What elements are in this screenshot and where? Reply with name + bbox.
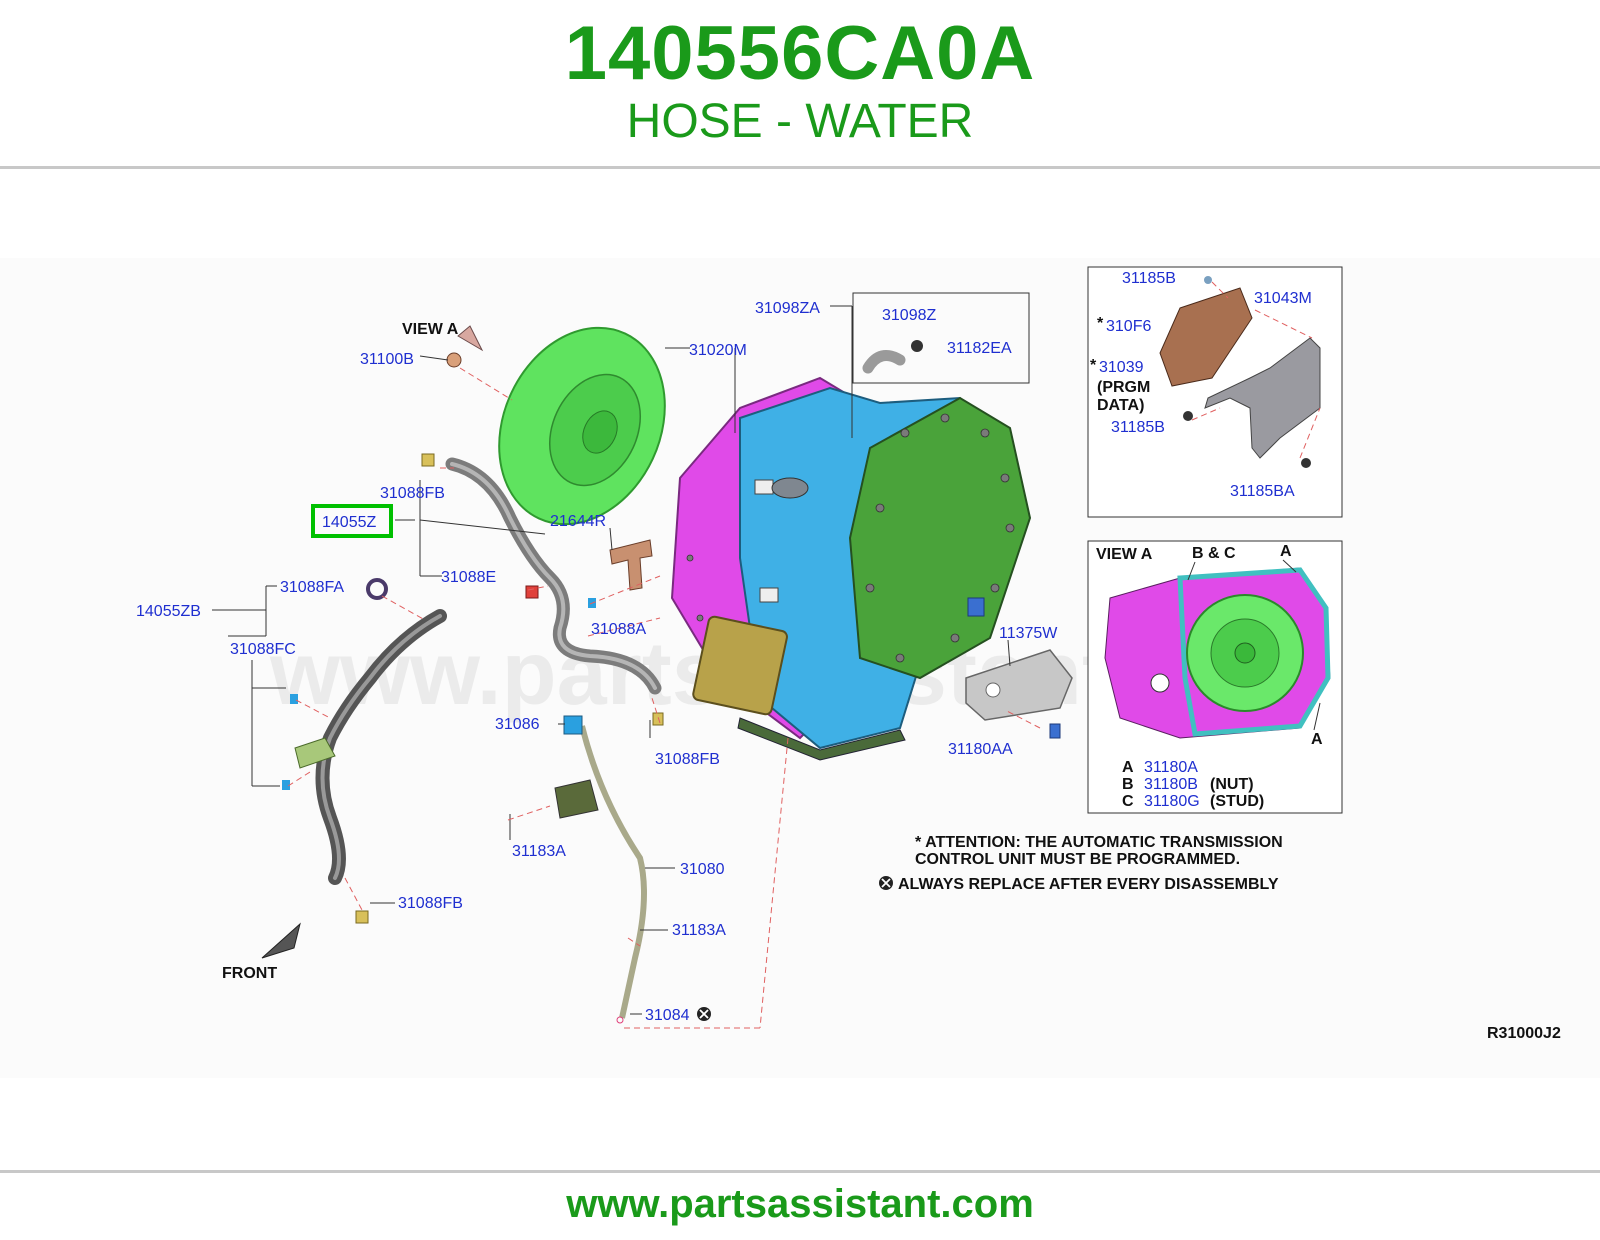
legend-part-c: 31180G (1144, 793, 1200, 810)
callout-31088fc: 31088FC (230, 641, 296, 658)
o-ring-31084 (616, 1016, 624, 1024)
part-number-title: 140556CA0A (564, 11, 1036, 96)
replace-note-icon (879, 876, 893, 890)
callout-31098za: 31098ZA (755, 300, 820, 317)
clamp-31088fa (366, 578, 388, 600)
bolt-31180aa (1049, 723, 1061, 739)
callout-310f6: 310F6 (1106, 318, 1151, 335)
callout-31086: 31086 (495, 716, 540, 733)
callout-31185ba: 31185BA (1230, 483, 1295, 500)
callout-21644r: 21644R (550, 513, 606, 530)
tcu-inset: 31185B 31043M * 310F6 * 31039 (PRGM DATA… (1087, 266, 1343, 518)
callout-31088fa: 31088FA (280, 579, 344, 596)
view-a-arrow-icon (457, 325, 484, 352)
header: 140556CA0A HOSE - WATER (0, 0, 1600, 168)
clip-31088fc-upper (290, 694, 298, 704)
callout-31100b: 31100B (360, 351, 414, 368)
dipstick-31086 (563, 715, 583, 735)
replace-note: ALWAYS REPLACE AFTER EVERY DISASSEMBLY (898, 876, 1279, 893)
front-label: FRONT (222, 965, 277, 982)
label-a-top: A (1280, 543, 1292, 560)
transmission-assembly (670, 376, 1032, 761)
callout-31043m: 31043M (1254, 290, 1312, 307)
bracket-dipstick (554, 779, 599, 819)
callout-14055z: 14055Z (322, 514, 376, 531)
legend-note-c: (STUD) (1210, 793, 1264, 810)
view-a-label: VIEW A (402, 321, 459, 338)
header-divider (0, 166, 1600, 169)
prgm-data-line1: (PRGM (1097, 379, 1150, 396)
footer-website-link[interactable]: www.partsassistant.com (566, 1182, 1034, 1226)
callout-14055zb: 14055ZB (136, 603, 201, 620)
star-mark-31039: * (1090, 357, 1097, 374)
clip-31088fc-lower (282, 780, 290, 790)
tcu-bracket-icon (1204, 337, 1321, 459)
callout-31080: 31080 (680, 861, 725, 878)
callout-31088fb-mid: 31088FB (655, 751, 720, 768)
bracket-21644r (609, 539, 653, 591)
dipstick-tube-31080 (579, 725, 647, 1019)
hose-31098z (862, 350, 906, 374)
callout-31182ea: 31182EA (947, 340, 1012, 357)
torque-converter (498, 326, 666, 526)
label-a-right: A (1311, 731, 1323, 748)
legend-key-c: C (1122, 793, 1134, 810)
legend-part-a: 31180A (1144, 759, 1198, 776)
inset-box-31098z (852, 292, 1030, 384)
clamp-31088fb-top (421, 453, 435, 467)
callout-31180aa: 31180AA (948, 741, 1013, 758)
attention-note-line1: * ATTENTION: THE AUTOMATIC TRANSMISSION (915, 834, 1283, 851)
legend-note-b: (NUT) (1210, 776, 1254, 793)
hose-joint (294, 737, 336, 769)
callout-31183a-left: 31183A (512, 843, 566, 860)
legend-key-b: B (1122, 776, 1134, 793)
parts-diagram: www.partsassistant.com (0, 258, 1600, 1078)
clip-31182ea (911, 340, 923, 352)
part-description: HOSE - WATER (626, 95, 974, 148)
diagram-code: R31000J2 (1487, 1025, 1561, 1042)
diagram-canvas: www.partsassistant.com (136, 266, 1561, 1042)
prgm-data-line2: DATA) (1097, 397, 1144, 414)
clamp-31088e (525, 585, 539, 599)
view-a-inset-title: VIEW A (1096, 546, 1153, 563)
highlight-14055z (311, 504, 393, 538)
callout-31185b-bottom: 31185B (1111, 419, 1165, 436)
tcu-module-icon (1159, 287, 1253, 387)
callout-31084: 31084 (645, 1007, 690, 1024)
legend-part-b: 31180B (1144, 776, 1198, 793)
label-b-and-c: B & C (1192, 545, 1236, 562)
callout-31183a-right: 31183A (672, 922, 726, 939)
callout-31088fb-top: 31088FB (380, 485, 445, 502)
callout-31020m: 31020M (689, 342, 747, 359)
callout-11375w: 11375W (999, 625, 1058, 642)
callout-31088e: 31088E (441, 569, 496, 586)
replace-icon (697, 1007, 711, 1021)
callout-31088a: 31088A (591, 621, 646, 638)
callout-31039: 31039 (1099, 359, 1144, 376)
footer-divider (0, 1170, 1600, 1173)
callout-31088fb-bottom: 31088FB (398, 895, 463, 912)
callout-31185b-top: 31185B (1122, 270, 1176, 287)
clamp-31088fb-mid (652, 712, 664, 726)
clamp-31088fb-bottom (355, 910, 369, 924)
callout-31098z: 31098Z (882, 307, 936, 324)
attention-note-line2: CONTROL UNIT MUST BE PROGRAMMED. (915, 851, 1240, 868)
front-arrow-icon (261, 922, 301, 959)
star-mark-310f6: * (1097, 315, 1104, 332)
legend-key-a: A (1122, 759, 1134, 776)
view-a-inset: VIEW A B & C A A A 31180A B 31180B (NUT)… (1087, 540, 1343, 814)
mount-bracket-11375w (965, 649, 1073, 721)
bolt-31100b (446, 352, 462, 368)
